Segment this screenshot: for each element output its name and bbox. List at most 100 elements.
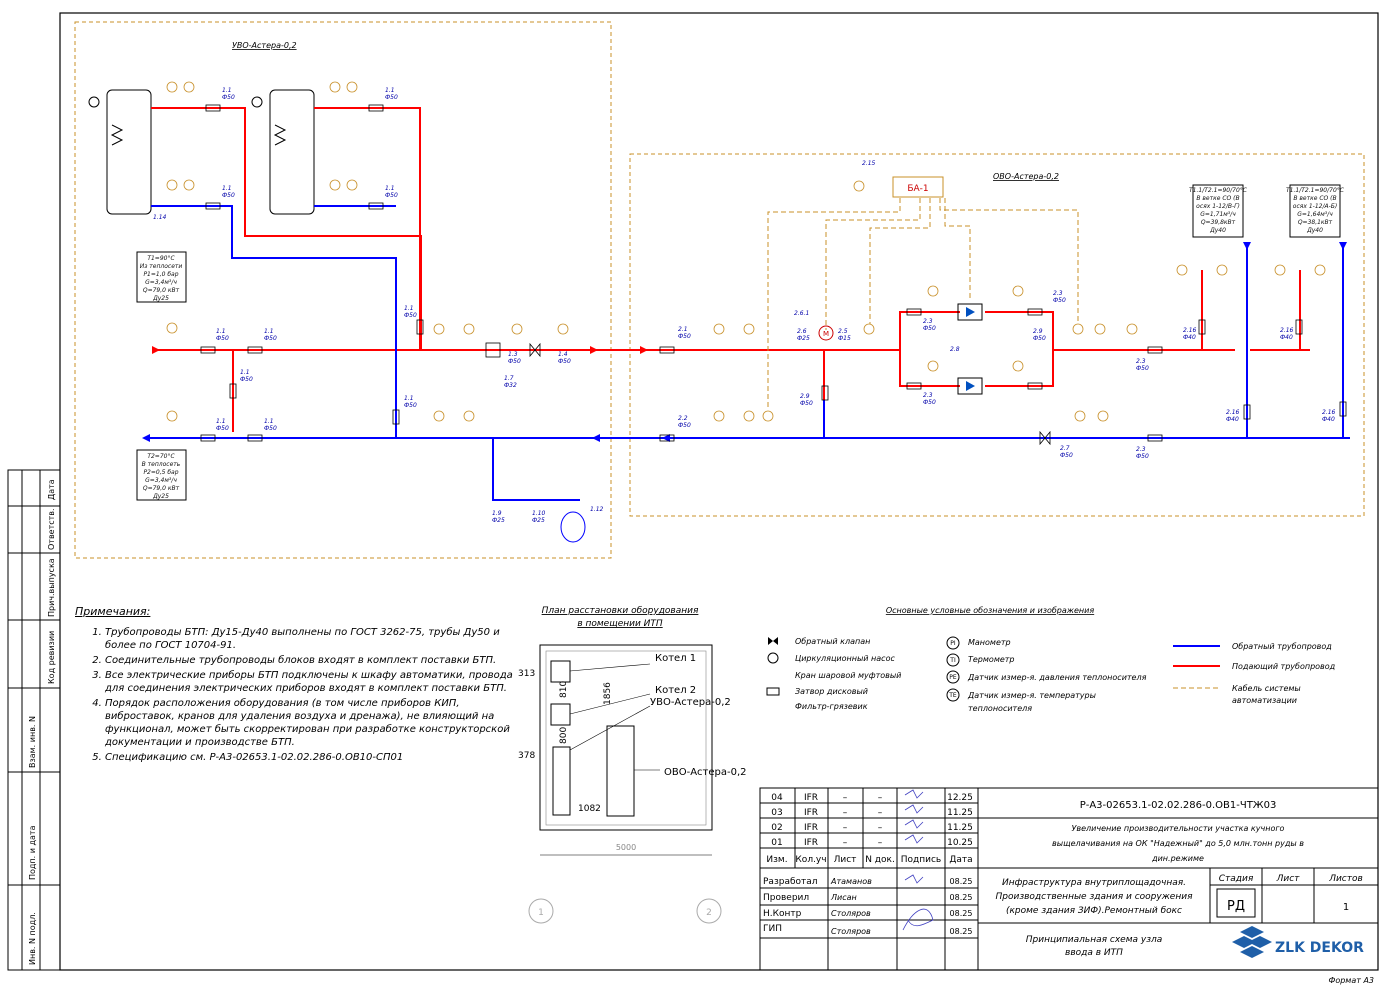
svg-text:2.5: 2.5 <box>838 328 848 335</box>
svg-text:в помещении ИТП: в помещении ИТП <box>577 619 663 629</box>
automation-cable <box>767 198 1079 410</box>
note-item: Трубопроводы БТП: Ду15-Ду40 выполнены по… <box>105 626 515 652</box>
svg-text:01: 01 <box>771 838 782 848</box>
logo-icon <box>1232 926 1272 958</box>
svg-text:IFR: IFR <box>804 808 818 818</box>
svg-text:Ду40: Ду40 <box>1306 227 1323 234</box>
boiler-2 <box>269 89 315 215</box>
svg-text:1.3: 1.3 <box>508 351 518 358</box>
svg-text:2.3: 2.3 <box>1136 446 1146 453</box>
svg-text:Р-А3-02653.1-02.02.286-0.ОВ1-Ч: Р-А3-02653.1-02.02.286-0.ОВ1-ЧТЖ03 <box>1080 800 1277 811</box>
svg-text:Ф50: Ф50 <box>678 422 691 429</box>
svg-text:11.25: 11.25 <box>947 823 973 833</box>
svg-text:Ф25: Ф25 <box>532 517 545 524</box>
svg-text:Ду40: Ду40 <box>1209 227 1226 234</box>
svg-text:378: 378 <box>518 751 535 761</box>
svg-text:Н.Контр: Н.Контр <box>763 909 802 919</box>
svg-text:Ф50: Ф50 <box>1136 365 1149 372</box>
svg-text:11.25: 11.25 <box>947 808 973 818</box>
svg-text:Циркуляционный насос: Циркуляционный насос <box>795 654 895 663</box>
svg-text:1.1: 1.1 <box>222 185 232 192</box>
svg-text:1.1: 1.1 <box>385 185 395 192</box>
svg-text:Обратный трубопровод: Обратный трубопровод <box>1232 642 1332 651</box>
svg-text:G=3,4м³/ч: G=3,4м³/ч <box>145 477 177 484</box>
svg-text:Лисан: Лисан <box>830 893 857 902</box>
svg-text:Ф50: Ф50 <box>222 192 235 199</box>
svg-text:Ду25: Ду25 <box>152 493 169 500</box>
svg-text:Q=39,8кВт: Q=39,8кВт <box>1201 219 1236 226</box>
svg-text:Ф50: Ф50 <box>385 192 398 199</box>
svg-text:Ф50: Ф50 <box>240 376 253 383</box>
svg-text:Ф50: Ф50 <box>923 325 936 332</box>
svg-text:Подающий трубопровод: Подающий трубопровод <box>1232 662 1336 671</box>
format-label: Формат А3 <box>1328 976 1374 985</box>
svg-text:Ду25: Ду25 <box>152 295 169 302</box>
svg-text:G=1,71м³/ч: G=1,71м³/ч <box>1200 211 1236 218</box>
svg-text:G=3,4м³/ч: G=3,4м³/ч <box>145 279 177 286</box>
svg-text:1.1: 1.1 <box>404 395 414 402</box>
svg-text:2.6: 2.6 <box>797 328 807 335</box>
svg-text:Термометр: Термометр <box>968 655 1015 664</box>
svg-text:Ф50: Ф50 <box>508 358 521 365</box>
svg-text:Ф50: Ф50 <box>404 402 417 409</box>
svg-text:–: – <box>878 808 883 818</box>
note-item: Порядок расположения оборудования (в том… <box>105 697 515 749</box>
svg-text:Стадия: Стадия <box>1219 874 1254 884</box>
svg-text:08.25: 08.25 <box>950 909 973 918</box>
exchanger-2 <box>957 377 983 395</box>
svg-text:–: – <box>843 838 848 848</box>
svg-text:Кабель системы: Кабель системы <box>1232 684 1301 693</box>
ba-cabinet <box>892 176 944 198</box>
svg-text:Р2=0,5 бар: Р2=0,5 бар <box>143 469 178 476</box>
svg-text:Столяров: Столяров <box>831 909 871 918</box>
svg-text:313: 313 <box>518 669 535 679</box>
svg-text:2.7: 2.7 <box>1060 445 1070 452</box>
svg-text:Q=38,1кВт: Q=38,1кВт <box>1298 219 1333 226</box>
svg-text:Инфраструктура внутриплощадочн: Инфраструктура внутриплощадочная. <box>1002 878 1186 888</box>
svg-text:Затвор дисковый: Затвор дисковый <box>795 687 868 696</box>
svg-text:Принципиальная схема узла: Принципиальная схема узла <box>1026 935 1163 945</box>
svg-text:08.25: 08.25 <box>950 877 973 886</box>
svg-text:PE: PE <box>949 674 957 681</box>
uvo-label: УВО-Астера-0,2 <box>232 41 297 50</box>
legend: Основные условные обозначения и изображе… <box>766 606 1336 713</box>
gauges <box>166 81 1326 422</box>
svg-text:(кроме здания ЗИФ).Ремонтный б: (кроме здания ЗИФ).Ремонтный бокс <box>1006 906 1182 916</box>
svg-text:1.10: 1.10 <box>532 510 546 517</box>
svg-text:Ф40: Ф40 <box>1322 416 1335 423</box>
svg-text:–: – <box>843 793 848 803</box>
boiler-2-thermo-icon <box>251 96 263 108</box>
branch1-box: Т1.1/Т2.1=90/70°С В ветке СО (В осях 1-1… <box>1189 184 1248 238</box>
svg-text:Кол.уч: Кол.уч <box>795 855 826 865</box>
side-date: Дата <box>47 479 56 500</box>
svg-text:Кран шаровой муфтовый: Кран шаровой муфтовый <box>795 671 901 680</box>
svg-text:08.25: 08.25 <box>950 927 973 936</box>
svg-text:2.3: 2.3 <box>923 318 933 325</box>
svg-text:2.16: 2.16 <box>1226 409 1240 416</box>
svg-text:Подпись: Подпись <box>901 855 941 865</box>
svg-text:1.1: 1.1 <box>240 369 250 376</box>
svg-text:1.1: 1.1 <box>404 305 414 312</box>
svg-text:1.1: 1.1 <box>222 87 232 94</box>
svg-text:Ф25: Ф25 <box>797 335 810 342</box>
ovo-label: ОВО-Астера-0,2 <box>993 172 1059 181</box>
svg-text:1856: 1856 <box>603 682 613 705</box>
ba-label: БА-1 <box>907 184 928 194</box>
svg-text:2.9: 2.9 <box>800 393 810 400</box>
equipment-plan: План расстановки оборудования в помещени… <box>518 606 747 924</box>
svg-text:M: M <box>823 330 829 338</box>
svg-text:2.3: 2.3 <box>1053 290 1063 297</box>
branch2-box: Т1.1/Т2.1=90/70°С В ветке СО (В осях 1-1… <box>1286 184 1345 238</box>
svg-text:Ф40: Ф40 <box>1280 334 1293 341</box>
svg-text:Т1.1/Т2.1=90/70°С: Т1.1/Т2.1=90/70°С <box>1286 187 1345 194</box>
svg-text:Ф50: Ф50 <box>678 333 691 340</box>
svg-text:Разработал: Разработал <box>763 877 818 887</box>
svg-text:–: – <box>878 823 883 833</box>
svg-text:800: 800 <box>559 727 569 744</box>
svg-text:1.1: 1.1 <box>216 328 226 335</box>
uvo-zone <box>74 21 612 559</box>
svg-text:2.16: 2.16 <box>1322 409 1336 416</box>
svg-text:1.7: 1.7 <box>504 375 514 382</box>
